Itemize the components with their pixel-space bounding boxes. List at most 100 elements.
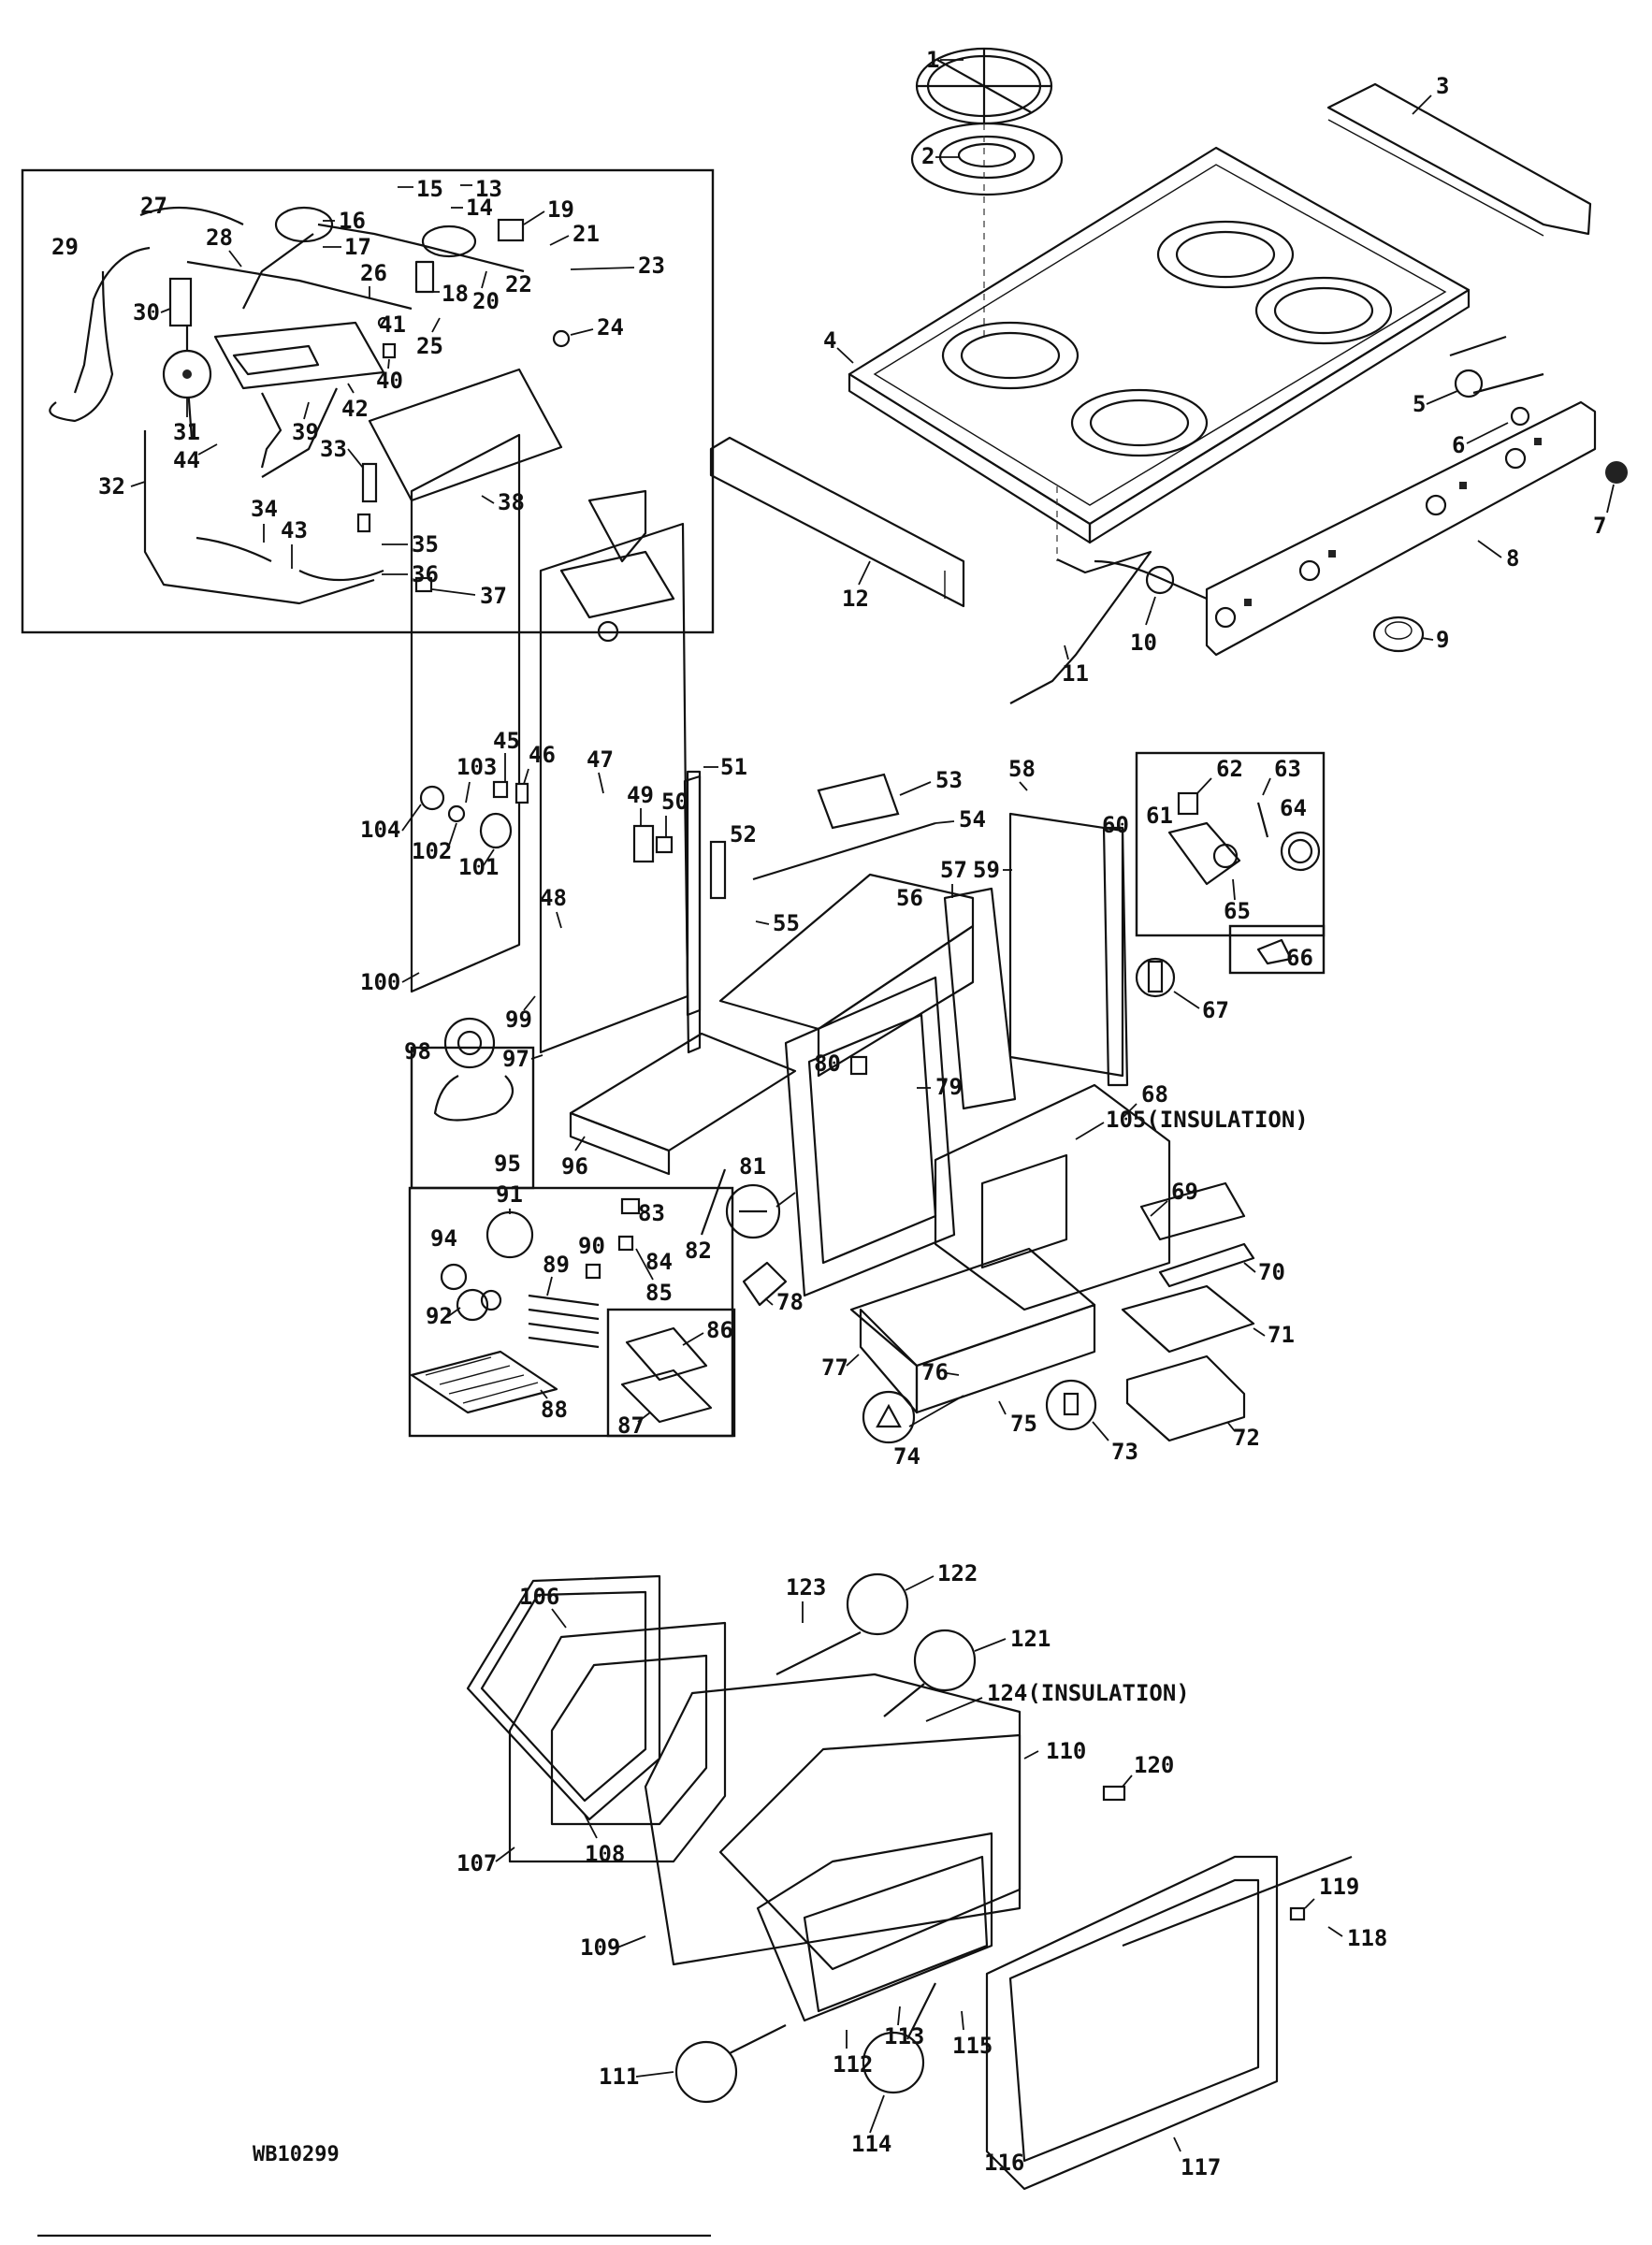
callout-94: 94 — [430, 1225, 457, 1252]
callout-37: 37 — [480, 583, 507, 609]
callout-122: 122 — [937, 1560, 978, 1586]
callout-84: 84 — [645, 1249, 673, 1275]
callout-53: 53 — [935, 767, 963, 793]
callout-22: 22 — [505, 271, 532, 297]
callout-70: 70 — [1258, 1259, 1285, 1285]
callout-80: 80 — [814, 1050, 841, 1077]
callout-19: 19 — [547, 196, 574, 223]
callout-30: 30 — [133, 299, 160, 326]
callout-24: 24 — [597, 314, 624, 340]
callout-34: 34 — [251, 496, 278, 522]
callout-90: 90 — [578, 1233, 605, 1259]
callout-55: 55 — [773, 910, 800, 936]
callout-39: 39 — [292, 419, 319, 445]
oven-racks-inset — [408, 1186, 736, 1438]
callout-7: 7 — [1593, 513, 1606, 539]
callout-73: 73 — [1111, 1439, 1138, 1465]
burner-igniter-inset — [1135, 751, 1326, 975]
callout-98: 98 — [404, 1038, 431, 1065]
callout-71: 71 — [1268, 1322, 1295, 1348]
callout-6: 6 — [1452, 432, 1465, 458]
callout-120: 120 — [1134, 1752, 1174, 1778]
callout-97: 97 — [502, 1046, 529, 1072]
callout-27: 27 — [140, 193, 167, 219]
control-knob — [1372, 616, 1425, 653]
callout-113: 113 — [884, 2023, 924, 2049]
rear-trim — [1326, 82, 1592, 237]
callout-5: 5 — [1413, 391, 1426, 417]
callout-64: 64 — [1280, 795, 1307, 821]
callout-43: 43 — [281, 517, 308, 543]
callout-12: 12 — [842, 586, 869, 612]
gas-valve — [1449, 335, 1544, 398]
callout-11: 11 — [1062, 660, 1089, 687]
callout-36: 36 — [412, 561, 439, 587]
callout-62: 62 — [1216, 756, 1243, 782]
callout-13: 13 — [475, 176, 502, 202]
callout-96: 96 — [561, 1153, 588, 1180]
callout-1: 1 — [926, 47, 939, 73]
callout-118: 118 — [1347, 1925, 1387, 1951]
callout-15: 15 — [416, 176, 443, 202]
callout-60: 60 — [1102, 812, 1129, 838]
callout-58: 58 — [1008, 756, 1036, 782]
callout-81: 81 — [739, 1153, 766, 1180]
callout-45: 45 — [493, 728, 520, 754]
callout-66: 66 — [1286, 945, 1313, 971]
callout-119: 119 — [1319, 1874, 1359, 1900]
callout-123: 123 — [786, 1574, 826, 1600]
callout-124: 124(INSULATION) — [987, 1680, 1190, 1706]
callout-105: 105(INSULATION) — [1106, 1107, 1309, 1133]
callout-61: 61 — [1146, 803, 1173, 829]
callout-63: 63 — [1274, 756, 1301, 782]
callout-68: 68 — [1141, 1081, 1168, 1108]
callout-86: 86 — [706, 1317, 733, 1343]
burner-bowl — [910, 122, 1064, 196]
range-body-assembly — [410, 433, 1255, 1442]
callout-65: 65 — [1224, 898, 1251, 924]
callout-50: 50 — [661, 789, 688, 815]
callout-56: 56 — [896, 885, 923, 911]
callout-99: 99 — [505, 1007, 532, 1033]
clip-callout — [862, 1390, 916, 1444]
oven-door-assembly — [466, 1572, 1353, 2191]
callout-95: 95 — [494, 1151, 521, 1177]
callout-32: 32 — [98, 473, 125, 500]
callout-9: 9 — [1436, 627, 1449, 653]
fitting-seal — [443, 1017, 496, 1069]
callout-82: 82 — [685, 1238, 712, 1264]
callout-49: 49 — [627, 782, 654, 808]
control-panel — [1205, 400, 1597, 657]
cooktop-assembly — [709, 47, 1628, 704]
callout-79: 79 — [935, 1074, 963, 1100]
callout-115: 115 — [952, 2033, 993, 2059]
callout-21: 21 — [572, 221, 600, 247]
callout-112: 112 — [833, 2051, 873, 2078]
callout-103: 103 — [456, 754, 497, 780]
upper-inset-box — [21, 168, 715, 634]
screw-callout — [725, 1183, 781, 1239]
callout-47: 47 — [587, 746, 614, 773]
callout-31: 31 — [173, 419, 200, 445]
callout-10: 10 — [1130, 630, 1157, 656]
callout-4: 4 — [823, 327, 836, 354]
callout-83: 83 — [638, 1200, 665, 1226]
callout-106: 106 — [519, 1584, 559, 1610]
callout-57: 57 — [940, 857, 967, 883]
callout-29: 29 — [51, 234, 79, 260]
callout-20: 20 — [472, 288, 500, 314]
callout-87: 87 — [617, 1412, 645, 1439]
callout-102: 102 — [412, 838, 452, 864]
callout-91: 91 — [496, 1181, 523, 1208]
callout-88: 88 — [541, 1397, 568, 1423]
side-trim — [709, 436, 965, 608]
callout-26: 26 — [360, 260, 387, 286]
callout-114: 114 — [851, 2131, 891, 2157]
retainer-callout — [1045, 1379, 1097, 1431]
callout-18: 18 — [442, 281, 469, 307]
callout-74: 74 — [893, 1443, 920, 1470]
callout-35: 35 — [412, 531, 439, 558]
callout-25: 25 — [416, 333, 443, 359]
callout-111: 111 — [599, 2064, 639, 2090]
